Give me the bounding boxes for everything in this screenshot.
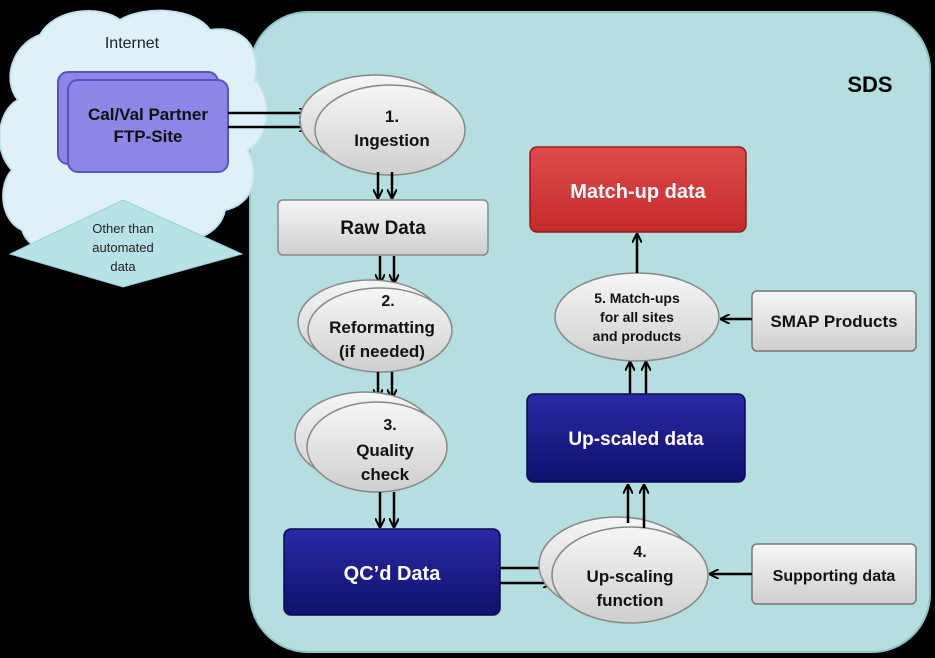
raw-data-label: Raw Data (340, 218, 426, 239)
ingestion-label: Ingestion (354, 131, 430, 150)
step-matchups: 5. Match-ups for all sites and products (554, 272, 720, 362)
reformatting-sub: (if needed) (339, 342, 425, 361)
partner-ftp-site: Cal/Val Partner FTP-Site (57, 71, 229, 173)
upscaling-to-upscaled-arrows (628, 485, 644, 528)
upscaling-label: Up-scaling (587, 567, 674, 586)
ingestion-to-raw-arrows (378, 172, 392, 198)
reformatting-label: Reformatting (329, 318, 435, 337)
upscaled-data-box: Up-scaled data (526, 393, 746, 483)
step-upscaling: 4. Up-scaling function (538, 516, 709, 624)
upscaling-number: 4. (633, 544, 646, 561)
other-data-diamond: Other than automated data (8, 199, 244, 288)
upscaled-data-label: Up-scaled data (568, 429, 704, 450)
step-ingestion: 1. Ingestion (299, 74, 466, 176)
matchups-line2: for all sites (600, 309, 674, 325)
upscaling-sub: function (596, 591, 663, 610)
other-data-line1: Other than (92, 221, 153, 236)
raw-data-box: Raw Data (277, 199, 489, 256)
step-reformatting: 2. Reformatting (if needed) (297, 279, 453, 373)
reformatting-number: 2. (381, 293, 394, 310)
internet-label: Internet (105, 35, 160, 52)
ingestion-number: 1. (385, 107, 399, 126)
matchups-line1: 5. Match-ups (594, 290, 680, 306)
qcd-data-box: QC’d Data (283, 528, 501, 616)
sds-label: SDS (847, 72, 892, 97)
matchups-line3: and products (593, 328, 682, 344)
quality-label: Quality (356, 441, 414, 460)
quality-sub: check (361, 465, 410, 484)
supporting-data-label: Supporting data (773, 568, 896, 585)
partner-line2: FTP-Site (114, 127, 183, 146)
qcd-data-label: QC’d Data (344, 563, 442, 585)
supporting-data-box: Supporting data (751, 543, 917, 605)
matchup-data-label: Match-up data (570, 181, 706, 203)
quality-to-qcd-arrows (380, 492, 394, 527)
smap-products-box: SMAP Products (751, 290, 917, 352)
quality-number: 3. (383, 417, 396, 434)
partner-to-ingestion-arrows (228, 113, 308, 127)
step-quality-check: 3. Quality check (294, 391, 448, 493)
matchup-data-box: Match-up data (529, 146, 747, 233)
other-data-line3: data (110, 259, 136, 274)
raw-to-reformat-arrows (380, 256, 394, 283)
partner-line1: Cal/Val Partner (88, 105, 208, 124)
smap-products-label: SMAP Products (770, 312, 897, 331)
other-data-line2: automated (92, 240, 153, 255)
upscaled-to-matchups-arrows (630, 362, 646, 394)
